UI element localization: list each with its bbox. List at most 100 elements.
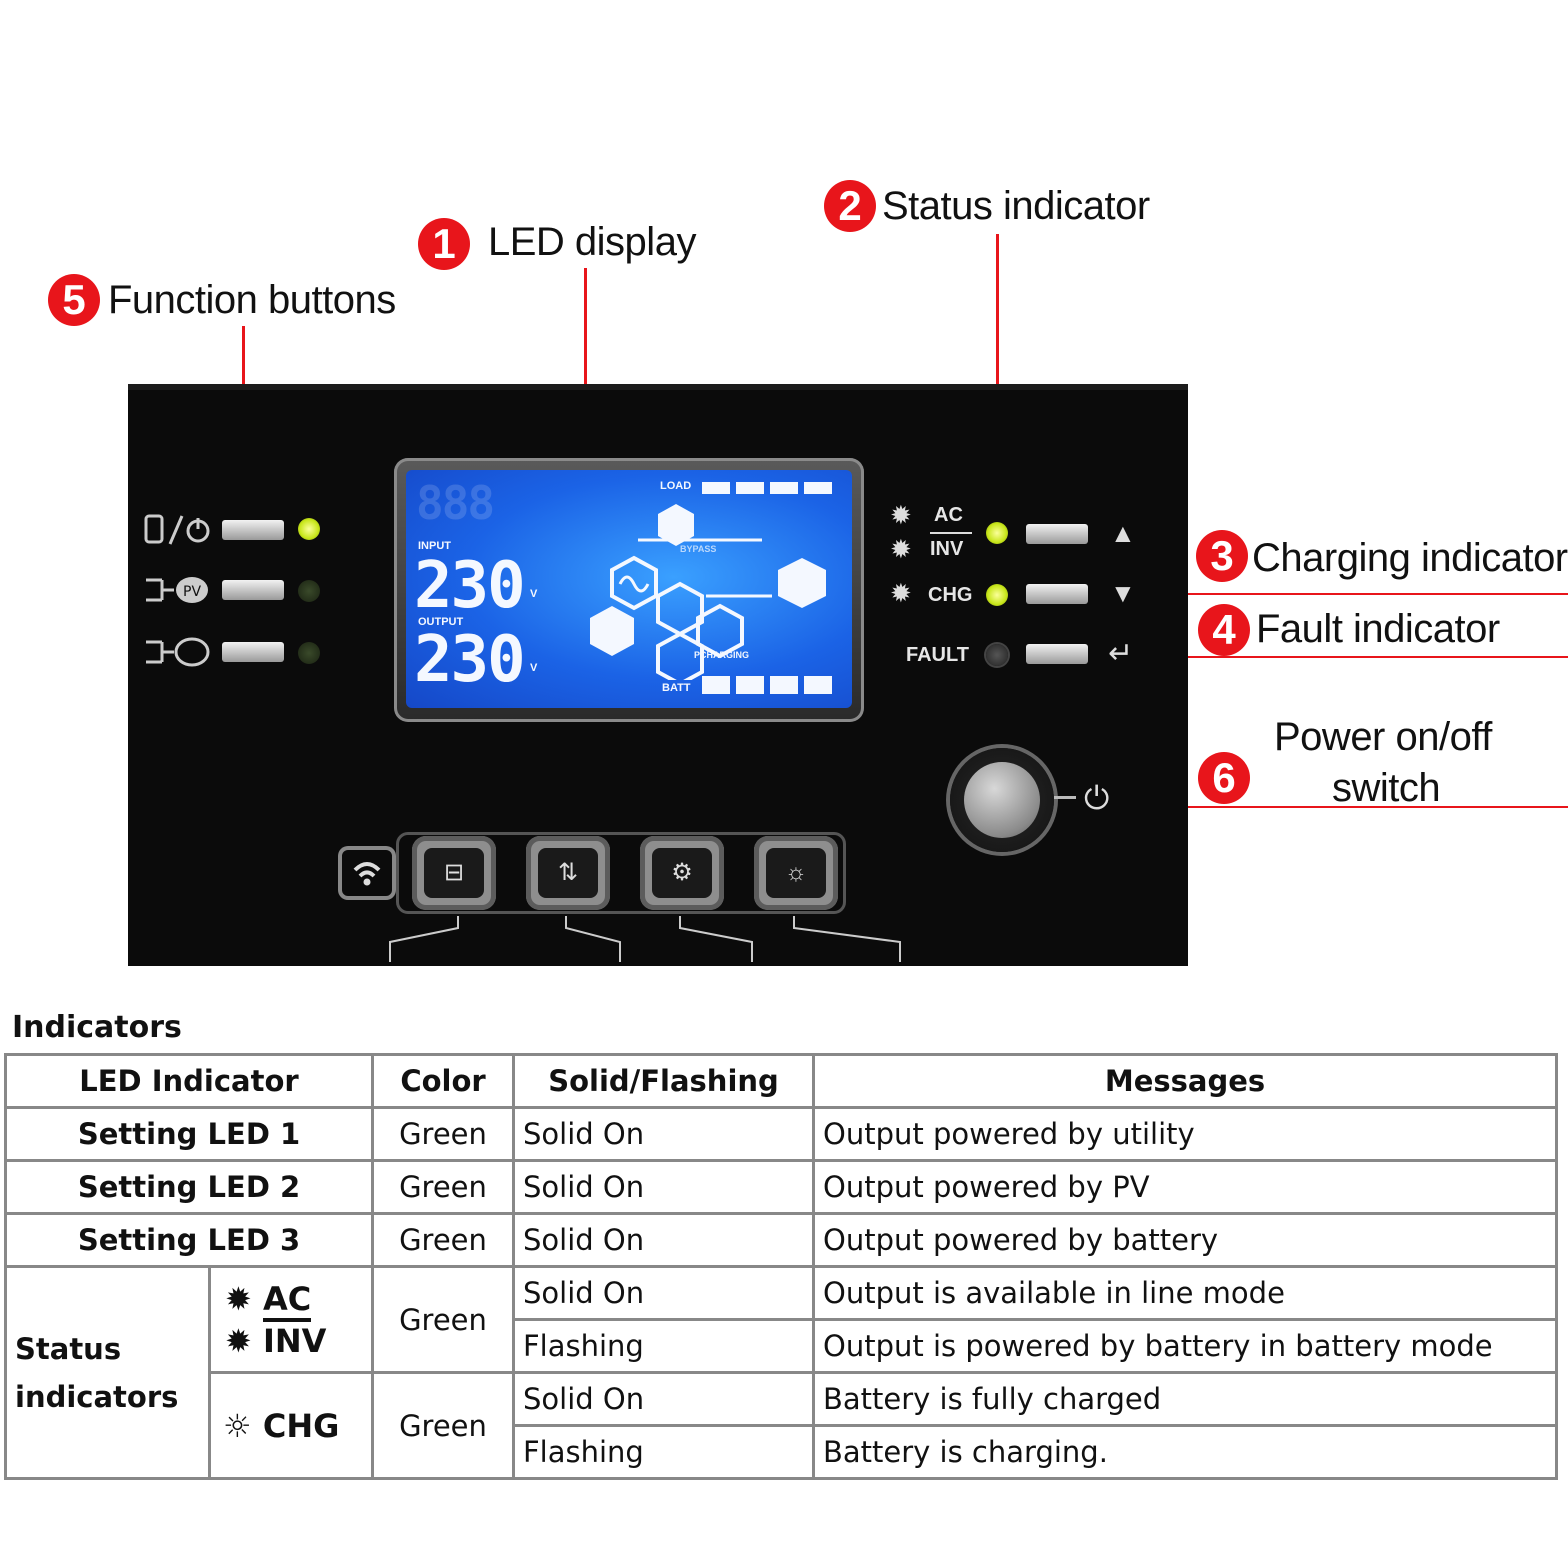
state-cell: Solid On (512, 1265, 815, 1321)
led-display: 888 INPUT 230 V OUTPUT 230 V LOAD BYPASS… (406, 470, 852, 708)
state-cell: Solid On (512, 1159, 815, 1215)
lcd-flow-diagram-icon (590, 504, 826, 680)
ac-sun-icon: ✹ (890, 500, 912, 530)
header-messages: Messages (812, 1053, 1558, 1109)
message-cell: Output powered by battery (812, 1212, 1558, 1268)
ac-color-cell: Green (371, 1265, 515, 1374)
solar-panel-icon: ☼ (766, 848, 826, 898)
fault-label: FAULT (906, 644, 969, 666)
color-cell: Green (371, 1106, 515, 1162)
indicators-table-title: Indicators (12, 1010, 182, 1045)
lcd-input-label: INPUT (418, 540, 451, 552)
callout-power-switch-label-line1: Power on/off (1274, 715, 1492, 759)
callout-3-leader-line (998, 593, 1568, 595)
power-switch[interactable] (964, 762, 1040, 838)
lcd-output-unit: V (530, 662, 538, 674)
setting-3-button[interactable] (222, 642, 284, 662)
lcd-battery-bar (702, 676, 834, 694)
callout-6-leader-line (1008, 806, 1568, 808)
header-solid-flashing: Solid/Flashing (512, 1053, 815, 1109)
message-cell: Output is powered by battery in battery … (812, 1318, 1558, 1374)
lcd-load-label: LOAD (660, 480, 692, 492)
indicators-table: LED Indicator Color Solid/Flashing Messa… (4, 1053, 1558, 1480)
table-ac-label: AC (262, 1279, 312, 1322)
lcd-batt-label: BATT (662, 682, 691, 694)
setting-led-3 (298, 642, 320, 664)
callout-led-display-label: LED display (488, 220, 696, 264)
table-row: Flashing Battery is charging. (6, 1424, 1558, 1480)
lcd-ghost-digits: 888 (416, 476, 495, 530)
callout-function-buttons-label: Function buttons (108, 278, 396, 322)
lcd-output-value: 230 (414, 623, 526, 697)
status-group-label-line2: indicators (15, 1379, 179, 1414)
setting-3-icon (142, 634, 212, 670)
indicator-cell: Setting LED 1 (4, 1106, 374, 1162)
setting-led-2 (298, 580, 320, 602)
charging-indicator-led (986, 584, 1008, 606)
ac-inv-status-led (986, 522, 1008, 544)
lcd-input-value: 230 (414, 549, 526, 623)
down-button[interactable] (1026, 584, 1088, 604)
function-key-2[interactable]: ⇅ (526, 836, 610, 910)
state-cell: Solid On (512, 1212, 815, 1268)
setting-1-icon (142, 512, 212, 548)
ac-inv-icon-cell: ✹ AC ✹ INV (208, 1265, 374, 1374)
function-key-1[interactable]: ⊟ (412, 836, 496, 910)
chg-label: CHG (928, 584, 973, 606)
callout-3-badge: 3 (1196, 530, 1248, 582)
battery-swap-icon: ⇅ (538, 848, 598, 898)
up-button[interactable] (1026, 524, 1088, 544)
header-led-indicator: LED Indicator (4, 1053, 374, 1109)
bottom-keys-frame (396, 832, 846, 914)
inv-label: INV (930, 538, 964, 560)
table-row: Setting LED 2 Green Solid On Output powe… (4, 1159, 1558, 1215)
indicator-cell: Setting LED 3 (4, 1212, 374, 1268)
bottom-key-leader-lines (389, 916, 901, 962)
setting-2-icon: PV (142, 572, 212, 608)
enter-arrow-icon: ↵ (1108, 637, 1134, 670)
enter-button[interactable] (1026, 644, 1088, 664)
table-chg-label: CHG (262, 1406, 340, 1445)
state-cell: Flashing (512, 1318, 815, 1374)
lcd-bypass-label: BYPASS (680, 544, 717, 554)
status-group-label-line1: Status (15, 1331, 122, 1366)
lcd-input-unit: V (530, 588, 538, 600)
wifi-button[interactable] (338, 846, 396, 900)
callout-power-switch-label-line2: switch (1332, 766, 1441, 810)
table-row: ☼ CHG Green Solid On Battery is fully ch… (6, 1371, 1558, 1480)
ac-sun-icon: ✹ (225, 1279, 252, 1318)
power-switch-tick (1054, 796, 1076, 799)
lcd-output-label: OUTPUT (418, 616, 464, 628)
message-cell: Output powered by PV (812, 1159, 1558, 1215)
chg-sun-outline-icon: ☼ (223, 1406, 252, 1445)
message-cell: Battery is charging. (812, 1424, 1558, 1480)
setting-1-button[interactable] (222, 520, 284, 540)
status-indicators-group-cell: Status indicators (4, 1265, 211, 1480)
message-cell: Battery is fully charged (812, 1371, 1558, 1427)
callout-1-badge: 1 (418, 218, 470, 270)
chg-icon-cell: ☼ CHG (208, 1371, 374, 1480)
function-key-4[interactable]: ☼ (754, 836, 838, 910)
state-cell: Solid On (512, 1106, 815, 1162)
wifi-icon (353, 862, 381, 886)
callout-4-leader-line (998, 656, 1568, 658)
chg-color-cell: Green (371, 1371, 515, 1480)
function-key-3[interactable]: ⚙ (640, 836, 724, 910)
table-row: Setting LED 1 Green Solid On Output powe… (4, 1106, 1558, 1162)
table-row: Flashing Output is powered by battery in… (6, 1318, 1558, 1374)
fault-indicator-led (986, 644, 1008, 666)
callout-2-badge: 2 (824, 180, 876, 232)
table-row: Setting LED 3 Green Solid On Output powe… (4, 1212, 1558, 1268)
svg-text:PV: PV (183, 584, 201, 600)
lcd-load-bar (702, 482, 834, 494)
callout-6-badge: 6 (1198, 752, 1250, 804)
setting-led-1 (298, 518, 320, 540)
down-arrow-icon: ▼ (1110, 578, 1136, 608)
callout-5-badge: 5 (48, 274, 100, 326)
setting-2-button[interactable] (222, 580, 284, 600)
chg-sun-icon: ✹ (890, 578, 912, 608)
ac-inv-divider (930, 532, 972, 534)
table-row: Status indicators ✹ AC ✹ INV Green Solid… (4, 1265, 1558, 1480)
table-header-row: LED Indicator Color Solid/Flashing Messa… (4, 1053, 1558, 1109)
inv-sun-icon: ✹ (225, 1321, 252, 1360)
